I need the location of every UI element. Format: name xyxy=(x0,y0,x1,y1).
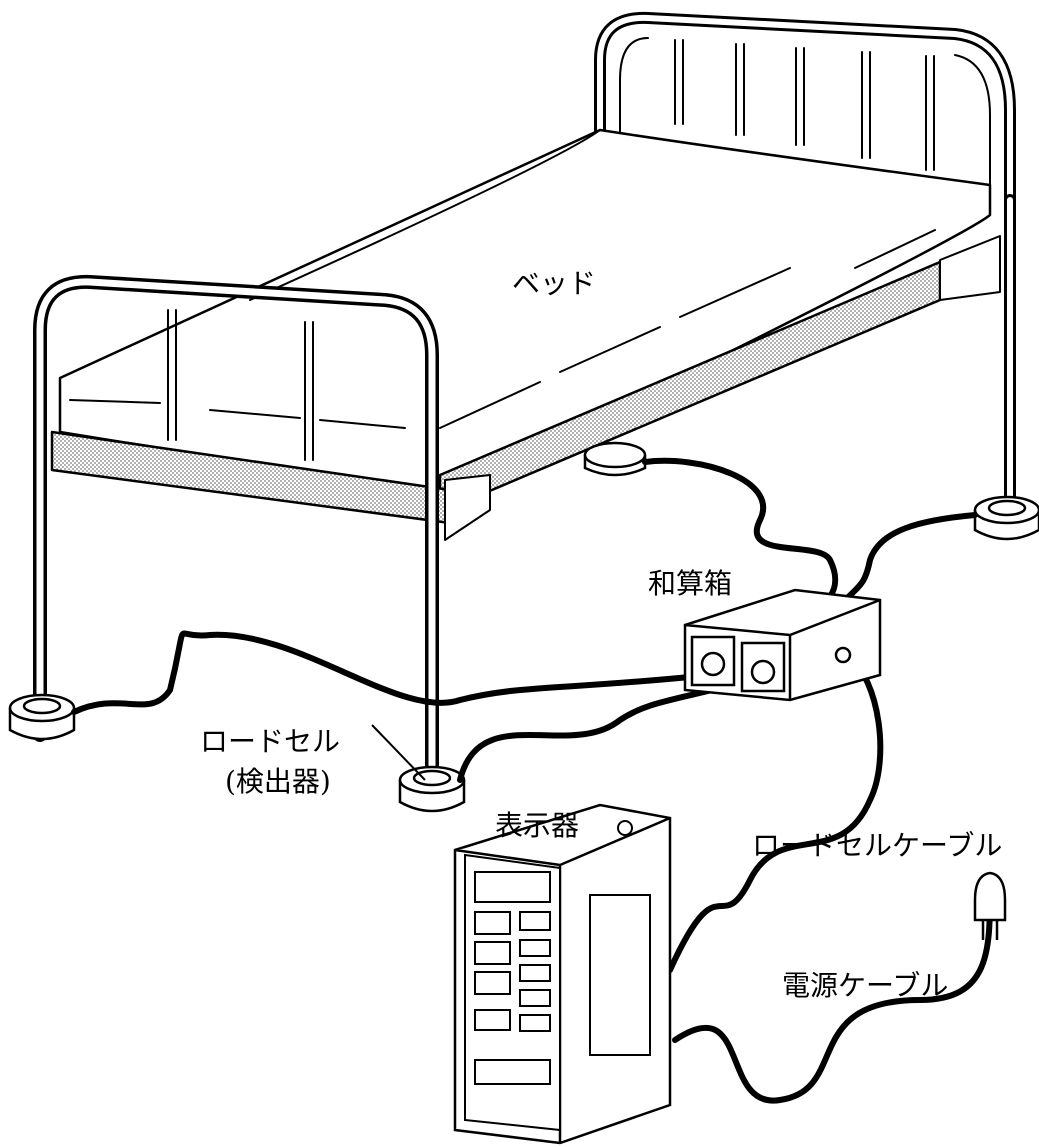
printer-slot xyxy=(589,894,651,1056)
cable-back-middle xyxy=(642,457,839,615)
load-cell-back-middle xyxy=(583,441,647,477)
bed xyxy=(33,11,1016,772)
summing-box xyxy=(683,588,882,702)
power-plug xyxy=(973,871,1007,940)
foot-board xyxy=(33,194,1016,772)
load-cell-leader-line xyxy=(371,724,426,781)
cables xyxy=(71,457,993,1104)
load-cells xyxy=(8,441,1039,813)
cable-back-right xyxy=(837,512,978,608)
load-cell-cable-label: ロードセルケーブル xyxy=(752,829,1003,862)
load-cell-sub-label: (検出器) xyxy=(225,765,331,798)
display-unit-label: 表示器 xyxy=(495,809,580,842)
load-cell-label: ロードセル xyxy=(200,725,341,758)
display-window xyxy=(474,871,551,903)
load-cell-back-right xyxy=(973,495,1039,541)
load-cell-front-right xyxy=(398,765,466,813)
load-cell-front-left xyxy=(8,693,76,741)
display-unit xyxy=(453,803,672,1145)
head-board xyxy=(594,11,1016,526)
power-cable-label: 電源ケーブル xyxy=(782,969,949,1002)
cable-front-right xyxy=(457,677,753,783)
cable-front-left xyxy=(71,630,703,715)
cable-to-display xyxy=(667,653,884,973)
bed-label: ベッド xyxy=(512,267,597,300)
cable-power xyxy=(672,887,993,1104)
summing-box-label: 和算箱 xyxy=(648,567,733,600)
